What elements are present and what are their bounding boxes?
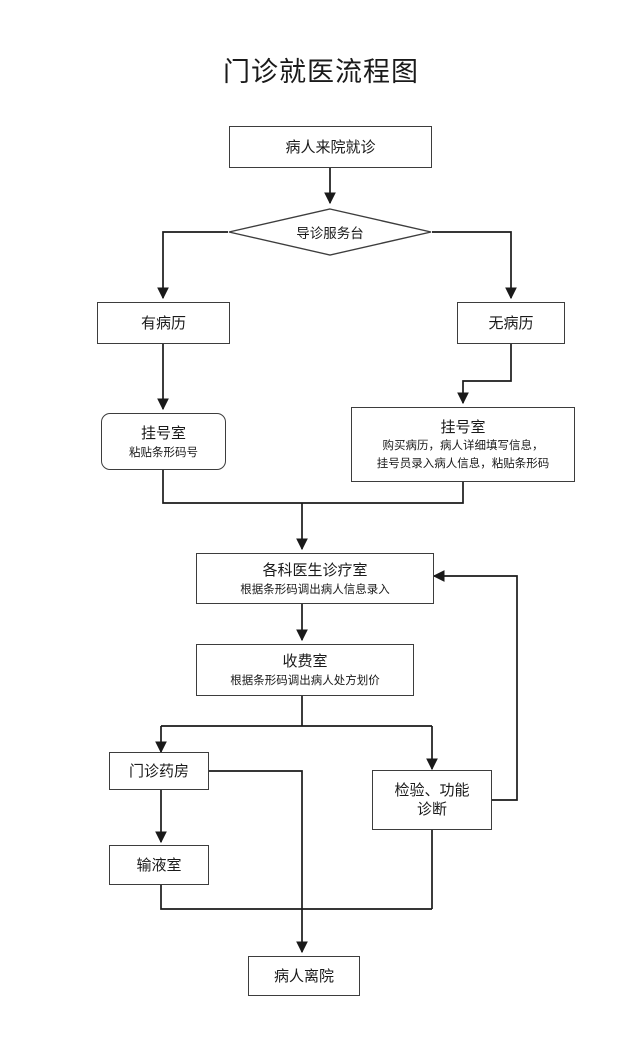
node-registration-left[interactable]: 挂号室 粘贴条形码号 [101,413,226,470]
node-start[interactable]: 病人来院就诊 [229,126,432,168]
node-triage[interactable]: 导诊服务台 [228,208,432,256]
node-registration-left-sub: 粘贴条形码号 [129,444,198,459]
edge-triage-has-record [157,231,228,300]
node-cashier[interactable]: 收费室 根据条形码调出病人处方划价 [196,644,414,696]
node-infusion-label: 输液室 [136,855,182,874]
node-clinic[interactable]: 各科医生诊疗室 根据条形码调出病人信息录入 [196,553,434,604]
diamond-shape [228,208,432,256]
node-registration-left-label: 挂号室 [140,423,186,442]
node-cashier-sub: 根据条形码调出病人处方划价 [230,673,380,688]
edge-infusion-bottom-bus [160,885,432,910]
edge-exam-clinic-loop [432,570,518,801]
node-pharmacy[interactable]: 门诊药房 [109,752,209,790]
node-no-record-label: 无病历 [488,313,534,332]
edge-reg-left-merge [162,470,302,504]
node-registration-right-label: 挂号室 [440,417,486,436]
node-has-record-label: 有病历 [140,313,186,332]
node-exam-label: 检验、功能 [394,781,470,800]
node-exam[interactable]: 检验、功能 诊断 [372,770,492,830]
page-title: 门诊就医流程图 [223,57,419,88]
node-registration-right-sub-1: 购买病历，病人详细填写信息， [382,438,544,453]
node-infusion[interactable]: 输液室 [109,845,209,885]
node-has-record[interactable]: 有病历 [97,302,230,344]
node-leave-label: 病人离院 [273,966,334,985]
node-clinic-sub: 根据条形码调出病人信息录入 [240,581,390,596]
node-cashier-label: 收费室 [282,652,328,671]
node-triage-label: 导诊服务台 [296,226,364,242]
node-leave[interactable]: 病人离院 [248,956,360,996]
node-pharmacy-label: 门诊药房 [128,761,189,780]
edge-reg-right-merge [302,482,464,504]
node-no-record[interactable]: 无病历 [457,302,565,344]
node-start-label: 病人来院就诊 [285,137,376,156]
edge-pharmacy-leave [209,770,308,954]
edge-triage-no-record [432,231,517,300]
node-clinic-label: 各科医生诊疗室 [262,560,368,579]
node-registration-right[interactable]: 挂号室 购买病历，病人详细填写信息， 挂号员录入病人信息，粘贴条形码 [351,407,575,482]
node-exam-label-2: 诊断 [416,800,447,818]
node-registration-right-sub-2: 挂号员录入病人信息，粘贴条形码 [376,455,550,470]
edge-no-record-reg-right [457,344,512,405]
